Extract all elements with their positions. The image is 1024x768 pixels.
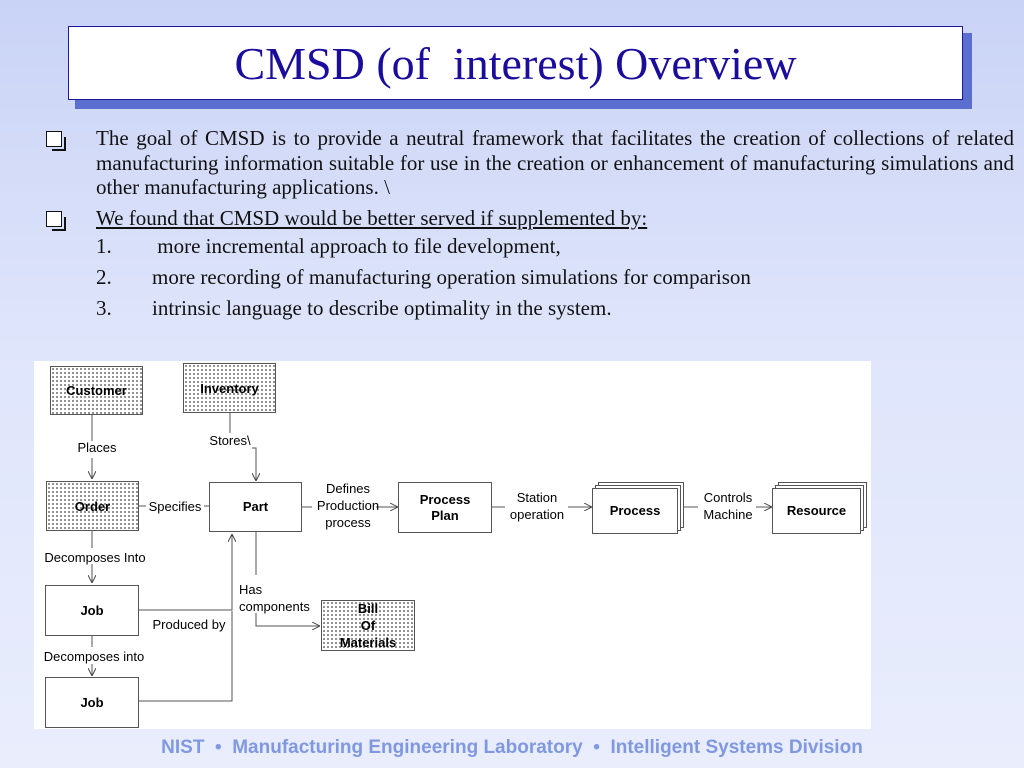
cmsd-diagram: Customer Inventory Order Part Process Pl… — [34, 361, 871, 729]
edge-label-produced-by: Produced by — [152, 617, 226, 632]
bullet-text: The goal of CMSD is to provide a neutral… — [96, 126, 1014, 199]
part-label: Part — [242, 499, 269, 514]
process-node: Process — [592, 488, 678, 534]
bill-of-materials-label: Bill Of Materials — [339, 601, 397, 650]
edge-label-has-components: Has components — [239, 582, 310, 614]
resource-label: Resource — [786, 503, 847, 518]
numbered-item: 1. more incremental approach to file dev… — [96, 234, 1014, 258]
checkbox-bullet-icon — [46, 131, 66, 151]
footer: NIST • Manufacturing Engineering Laborat… — [161, 737, 863, 758]
customer-node: Customer — [50, 366, 143, 415]
job-node: Job — [45, 677, 139, 728]
bullet-list: The goal of CMSD is to provide a neutral… — [46, 126, 1014, 327]
bullet-item: The goal of CMSD is to provide a neutral… — [46, 126, 1014, 200]
edge-label-controls-machine: Controls Machine — [703, 490, 753, 522]
process-label: Process — [609, 503, 661, 518]
bullet-text: We found that CMSD would be better serve… — [96, 205, 648, 230]
diagram-connectors — [34, 413, 772, 702]
process-plan-label: Process Plan — [419, 491, 471, 523]
resource-node: Resource — [772, 488, 861, 534]
bill-of-materials-node: Bill Of Materials — [321, 600, 415, 651]
edge-label-defines-production-process: Defines Production process — [316, 481, 380, 530]
edge-label-specifies: Specifies — [148, 499, 202, 514]
slide-title: CMSD (of interest) Overview — [234, 37, 797, 89]
edge-label-decomposes-into: Decomposes into — [43, 649, 145, 664]
item-text: more recording of manufacturing operatio… — [152, 265, 751, 289]
process-plan-node: Process Plan — [398, 482, 492, 533]
edge-label-places: Places — [77, 440, 117, 455]
job-label: Job — [80, 694, 104, 710]
order-label: Order — [74, 499, 111, 514]
part-node: Part — [209, 482, 302, 532]
item-text: intrinsic language to describe optimalit… — [152, 296, 612, 320]
numbered-item: 3. intrinsic language to describe optima… — [96, 296, 1014, 320]
inventory-label: Inventory — [200, 381, 259, 396]
edge-label-stores: Stores\ — [209, 433, 251, 448]
numbered-item: 2. more recording of manufacturing opera… — [96, 265, 1014, 289]
item-number: 1. — [96, 234, 112, 258]
checkbox-bullet-icon — [46, 210, 66, 231]
item-text: more incremental approach to file develo… — [152, 234, 561, 258]
customer-label: Customer — [66, 382, 127, 398]
inventory-node: Inventory — [183, 363, 276, 413]
order-node: Order — [46, 481, 139, 531]
title-box: CMSD (of interest) Overview — [68, 26, 963, 100]
job-label: Job — [80, 602, 104, 618]
item-number: 3. — [96, 296, 112, 320]
job-node: Job — [45, 585, 139, 636]
edge-label-decomposes-into: Decomposes Into — [44, 550, 146, 565]
bullet-item: We found that CMSD would be better serve… — [46, 206, 1014, 231]
edge-label-station-operation: Station operation — [509, 490, 565, 522]
item-number: 2. — [96, 265, 112, 289]
